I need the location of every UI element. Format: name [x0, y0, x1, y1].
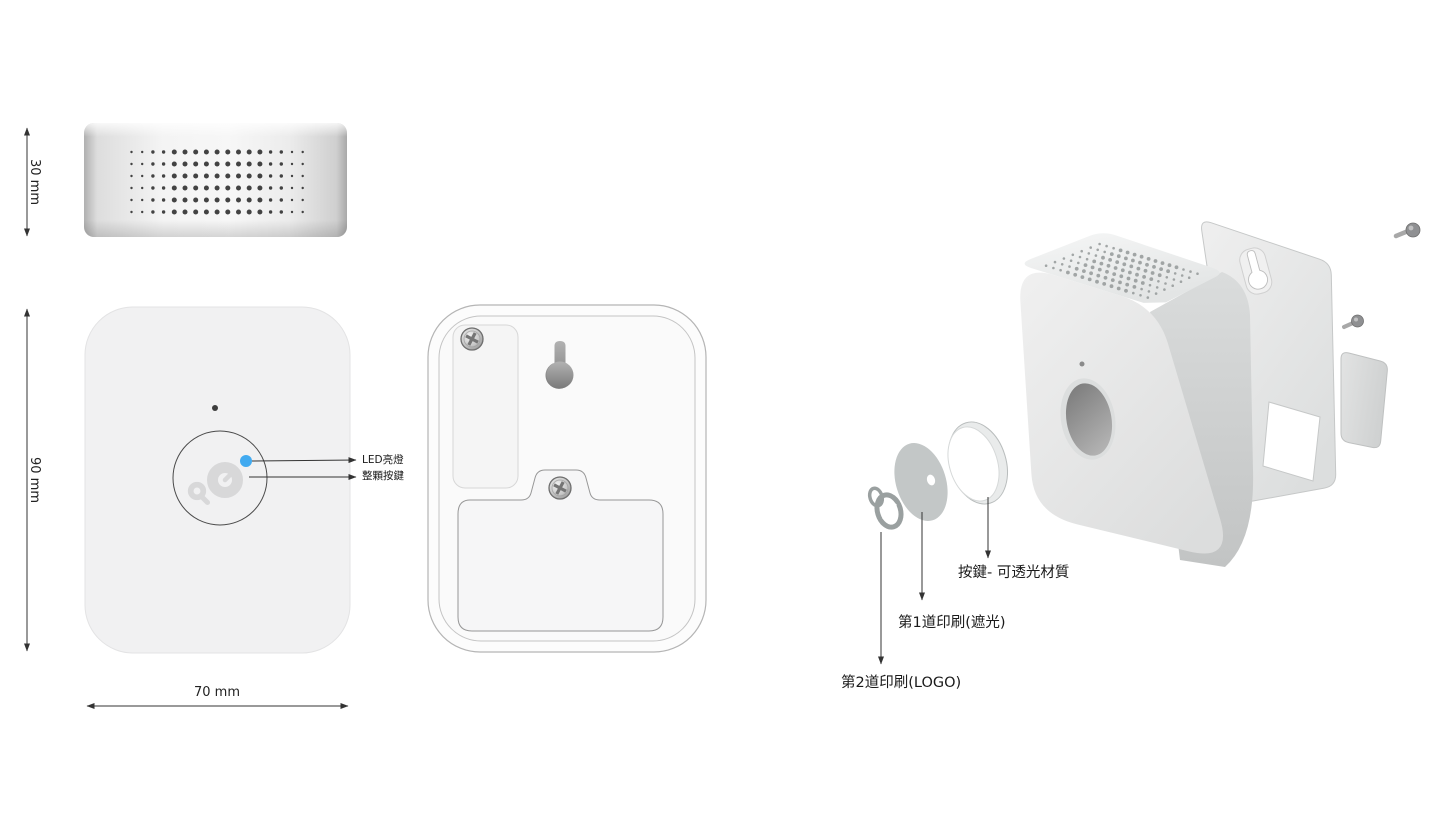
- battery-door-plate: [1340, 352, 1388, 449]
- side-view-shading: [84, 123, 347, 237]
- button-opening-hole: [1065, 383, 1113, 456]
- side-view: [84, 123, 347, 237]
- keyhole-mount-slot-hole: [546, 361, 574, 389]
- keyhole-cutout-icon: [1246, 250, 1268, 290]
- callout-button-material: 按鍵- 可透光材質: [958, 565, 1070, 581]
- mounting-screw-icon: [1342, 314, 1364, 329]
- callout-first-print: 第1道印刷(遮光): [898, 615, 1006, 631]
- callout-led: LED亮燈: [362, 454, 404, 466]
- body-front-face: [1020, 272, 1224, 554]
- dimension-label-side-height: 30 mm: [27, 158, 43, 206]
- callout-whole-button: 整顆按鍵: [362, 470, 404, 482]
- body-top-face: [1024, 233, 1220, 303]
- battery-cover: [457, 469, 664, 632]
- front-view: [84, 306, 357, 654]
- callout-leader-lines: [249, 457, 357, 480]
- keyhole-hanger-tab: [1239, 247, 1273, 295]
- button-bezel-circle: [172, 430, 268, 526]
- led-indicator-dot: [240, 455, 252, 467]
- logo-print-layer: [867, 486, 904, 530]
- dimension-label-front-width: 70 mm: [193, 685, 240, 700]
- microphone-hole: [1079, 361, 1085, 367]
- callout-second-print: 第2道印刷(LOGO): [841, 675, 962, 691]
- screw-icon: [460, 327, 484, 351]
- main-body-3d: [1020, 233, 1254, 567]
- screw-icon: [548, 476, 572, 500]
- exploded-leader-lines: [878, 497, 991, 665]
- speaker-hole-grid: [130, 149, 304, 215]
- translucent-button-disc: [947, 421, 1008, 505]
- label-recess-panel: [452, 324, 519, 489]
- shading-print-disc: [894, 443, 948, 521]
- top-speaker-hole-grid: [1044, 242, 1199, 299]
- exploded-view: [867, 221, 1421, 665]
- dimension-label-front-height: 90 mm: [27, 456, 43, 504]
- logo-mark: [187, 462, 243, 505]
- mounting-screw-icon: [1393, 222, 1421, 239]
- microphone-hole: [212, 405, 218, 411]
- back-view: [427, 304, 707, 653]
